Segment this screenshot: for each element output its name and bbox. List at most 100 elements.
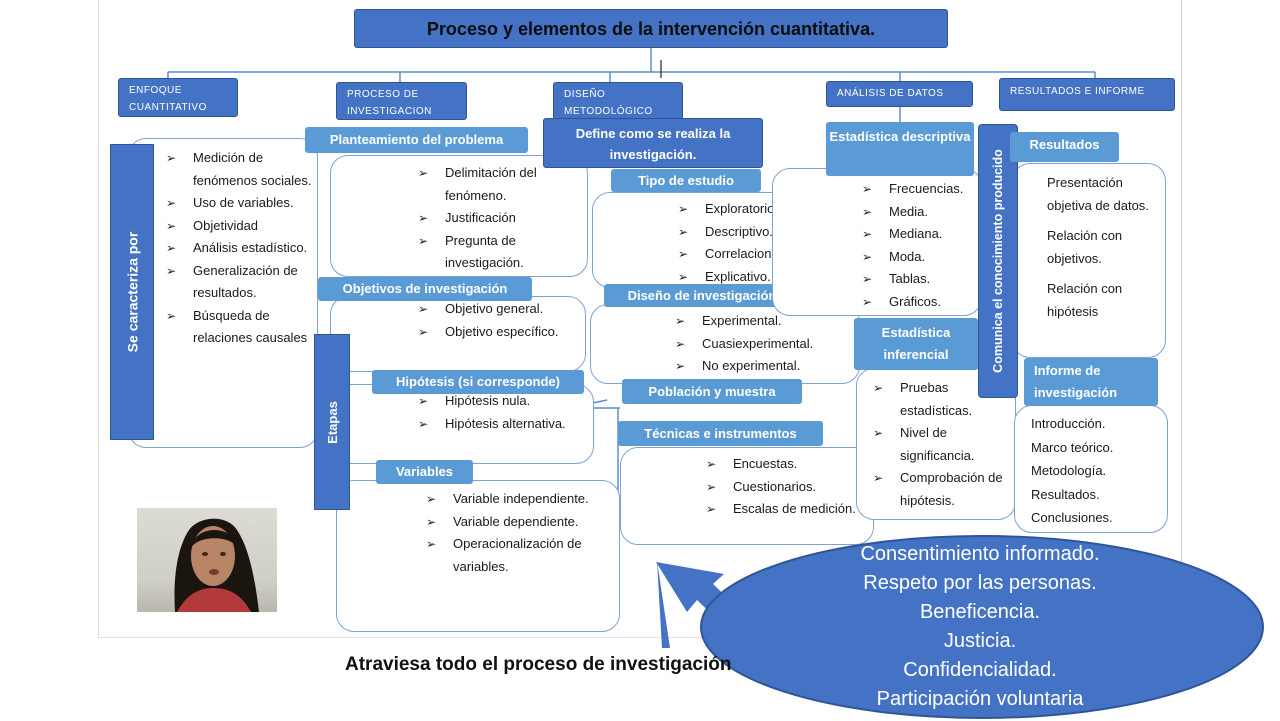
enfoque-item: Medición de fenómenos sociales. — [166, 147, 316, 192]
header-enfoque-text: ENFOQUE CUANTITATIVO — [129, 85, 207, 113]
informe-item: Introducción. — [1031, 416, 1106, 431]
objetivos-item: Objetivo general. — [418, 298, 586, 321]
informe-list: Introducción. Marco teórico. Metodología… — [1031, 412, 1161, 530]
enfoque-vertical-text: Se caracteriza por — [124, 231, 140, 353]
inferencial-label: Estadística inferencial — [854, 318, 978, 370]
descriptiva-item: Gráficos. — [862, 291, 982, 314]
informe-bubble — [1014, 405, 1168, 533]
objetivos-label: Objetivos de investigación — [318, 277, 532, 301]
inferencial-item: Pruebas estadísticas. — [873, 377, 1015, 422]
descriptiva-item: Tablas. — [862, 268, 982, 291]
informe-label-text: Informe de investigación — [1034, 363, 1118, 400]
descriptiva-item: Mediana. — [862, 223, 982, 246]
header-enfoque: ENFOQUE CUANTITATIVO — [118, 78, 238, 117]
variables-item: Operacionalización de variables. — [426, 533, 606, 578]
objetivos-list: Objetivo general. Objetivo específico. — [418, 298, 586, 343]
ethics-line: Participación voluntaria — [876, 688, 1084, 710]
descriptiva-item: Frecuencias. — [862, 178, 982, 201]
planteamiento-item: Pregunta de investigación. — [418, 230, 586, 275]
header-resultados-text: RESULTADOS E INFORME — [1010, 86, 1145, 97]
webcam-video[interactable] — [137, 508, 277, 612]
diseno-inv-label: Diseño de investigación — [604, 284, 800, 307]
resultados-label: Resultados — [1010, 132, 1119, 162]
diagram-title: Proceso y elementos de la intervención c… — [354, 9, 948, 48]
resultados-item: Relación con objetivos. — [1047, 228, 1123, 266]
descriptiva-item: Media. — [862, 201, 982, 224]
inferencial-item: Comprobación de hipótesis. — [873, 467, 1015, 512]
header-diseno: DISEÑO METODOLÓGICO — [553, 82, 683, 120]
resultados-item: Presentación objetiva de datos. — [1047, 175, 1149, 213]
descriptiva-label-text: Estadística descriptiva — [829, 129, 971, 144]
planteamiento-label: Planteamiento del problema — [305, 127, 528, 153]
header-analisis-text: ANÁLISIS DE DATOS — [837, 88, 944, 99]
objetivos-item: Objetivo específico. — [418, 321, 586, 344]
enfoque-item: Uso de variables. — [166, 192, 316, 215]
proceso-vertical-label: Etapas — [314, 334, 350, 510]
variables-list: Variable independiente. Variable dependi… — [426, 488, 606, 578]
diseno-inv-list: Experimental. Cuasiexperimental. No expe… — [675, 310, 855, 378]
enfoque-item: Generalización de resultados. — [166, 260, 316, 305]
resultados-label-text: Resultados — [1029, 137, 1100, 152]
diseno-inv-item: Experimental. — [675, 310, 855, 333]
header-proceso: PROCESO DE INVESTIGACION — [336, 82, 467, 120]
tipo-item: Correlacional. — [678, 243, 818, 266]
variables-item: Variable dependiente. — [426, 511, 606, 534]
resultados-vertical-text: Comunica el conocimiento producido — [991, 149, 1006, 373]
header-analisis: ANÁLISIS DE DATOS — [826, 81, 973, 107]
ethics-line: Consentimiento informado. — [860, 543, 1100, 565]
define-box: Define como se realiza la investigación. — [543, 118, 763, 168]
resultados-bubble — [1012, 163, 1166, 358]
ethics-caption: Atraviesa todo el proceso de investigaci… — [345, 654, 732, 675]
hipotesis-item: Hipótesis nula. — [418, 390, 578, 413]
planteamiento-label-text: Planteamiento del problema — [329, 132, 504, 147]
header-proceso-text: PROCESO DE INVESTIGACION — [347, 89, 432, 117]
ethics-line: Justicia. — [943, 630, 1017, 652]
inferencial-list: Pruebas estadísticas. Nivel de significa… — [873, 377, 1015, 512]
enfoque-item: Búsqueda de relaciones causales — [166, 305, 316, 350]
tipo-label-text: Tipo de estudio — [638, 173, 734, 188]
diseno-inv-item: Cuasiexperimental. — [675, 333, 855, 356]
informe-label: Informe de investigación — [1024, 358, 1158, 406]
header-resultados: RESULTADOS E INFORME — [999, 78, 1175, 111]
enfoque-item: Análisis estadístico. — [166, 237, 316, 260]
ethics-ellipse — [700, 535, 1264, 719]
descriptiva-item: Moda. — [862, 246, 982, 269]
planteamiento-item: Delimitación del fenómeno. — [418, 162, 586, 207]
tecnicas-list: Encuestas. Cuestionarios. Escalas de med… — [706, 453, 856, 521]
descriptiva-list: Frecuencias. Media. Mediana. Moda. Tabla… — [862, 178, 982, 313]
tecnicas-item: Cuestionarios. — [706, 476, 856, 499]
diagram-title-text: Proceso y elementos de la intervención c… — [426, 19, 876, 39]
header-diseno-text: DISEÑO METODOLÓGICO — [564, 89, 653, 117]
tipo-item: Explicativo. — [678, 266, 818, 289]
enfoque-item: Objetividad — [166, 215, 316, 238]
tecnicas-label-text: Técnicas e instrumentos — [644, 426, 797, 441]
objetivos-label-text: Objetivos de investigación — [342, 281, 508, 296]
variables-item: Variable independiente. — [426, 488, 606, 511]
tecnicas-item: Escalas de medición. — [706, 498, 856, 521]
ethics-line: Respeto por las personas. — [863, 572, 1097, 594]
resultados-vertical-label: Comunica el conocimiento producido — [978, 124, 1018, 398]
resultados-item: Relación con hipótesis — [1047, 281, 1123, 319]
inferencial-label-text: Estadística inferencial — [881, 325, 951, 362]
tipo-label: Tipo de estudio — [611, 169, 761, 192]
informe-item: Marco teórico. — [1031, 439, 1114, 455]
planteamiento-item: Justificación — [418, 207, 586, 230]
poblacion-label: Población y muestra — [622, 379, 802, 404]
ethics-line: Confidencialidad. — [903, 659, 1057, 681]
planteamiento-list: Delimitación del fenómeno. Justificación… — [418, 162, 586, 275]
enfoque-list: Medición de fenómenos sociales. Uso de v… — [166, 147, 316, 350]
hipotesis-label-text: Hipótesis (si corresponde) — [396, 374, 560, 389]
informe-item: Resultados. — [1031, 486, 1100, 502]
variables-label: Variables — [376, 460, 473, 484]
diseno-inv-item: No experimental. — [675, 355, 855, 378]
ethics-text: Consentimiento informado. Respeto por la… — [698, 540, 1262, 714]
informe-item: Conclusiones. — [1031, 510, 1113, 525]
hipotesis-label: Hipótesis (si corresponde) — [372, 370, 584, 394]
define-text: Define como se realiza la investigación. — [575, 126, 731, 162]
poblacion-text: Población y muestra — [648, 384, 776, 399]
ethics-line: Beneficencia. — [919, 601, 1041, 623]
tecnicas-item: Encuestas. — [706, 453, 856, 476]
inferencial-item: Nivel de significancia. — [873, 422, 1015, 467]
tipo-list: Exploratorio. Descriptivo. Correlacional… — [678, 198, 818, 288]
proceso-vertical-text: Etapas — [324, 400, 340, 444]
